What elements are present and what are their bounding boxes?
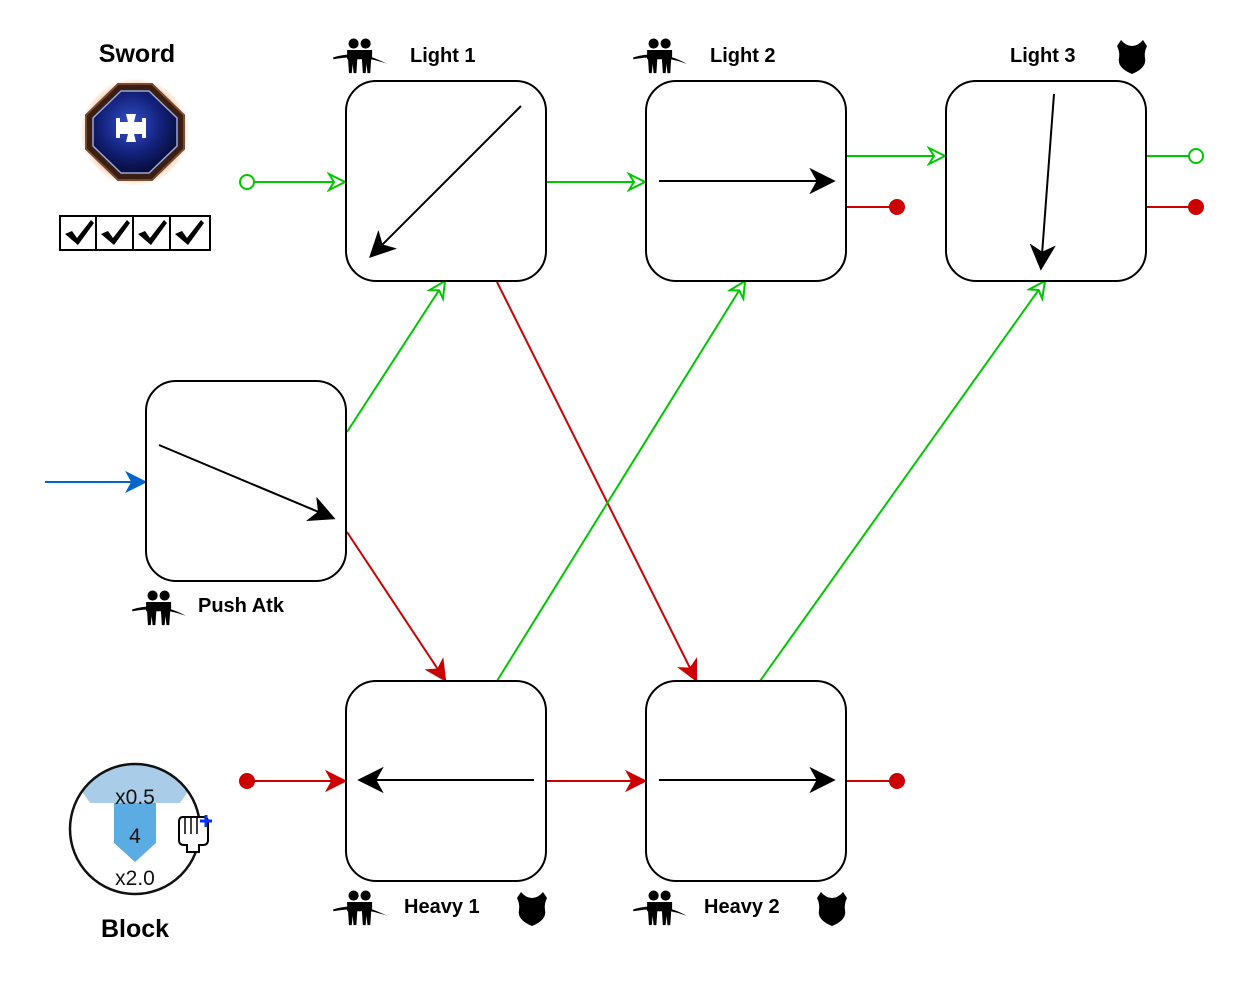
weapon-name: Sword <box>99 40 175 68</box>
dual-stance-icon <box>333 890 387 926</box>
node-heavy-1[interactable] <box>345 680 547 882</box>
link-heavy2-light3 <box>759 281 1045 682</box>
heavy-end-terminal <box>889 773 905 789</box>
checkbox-1[interactable] <box>59 215 97 251</box>
armor-icon <box>517 892 547 926</box>
link-heavy1-light2 <box>496 281 745 682</box>
direction-arrow-down <box>1041 93 1054 268</box>
node-label-heavy1: Heavy 1 <box>404 896 480 918</box>
light-end-terminal <box>1188 148 1204 164</box>
gauge-value-shield <box>114 803 156 862</box>
gauge-bottom-multiplier: x2.0 <box>115 867 155 890</box>
weapon-panel: Sword <box>59 40 211 251</box>
direction-arrow-down-left <box>371 105 522 256</box>
node-label-light2: Light 2 <box>710 45 776 67</box>
heavy-end-terminal <box>889 199 905 215</box>
node-light-1[interactable] <box>345 80 547 282</box>
armor-icon <box>817 892 847 926</box>
node-light-3[interactable] <box>945 80 1147 282</box>
gauge-value: 4 <box>129 825 141 848</box>
checkbox-row <box>59 215 211 251</box>
link-light1-heavy2 <box>496 281 696 680</box>
dual-stance-icon <box>633 38 687 74</box>
node-label-heavy2: Heavy 2 <box>704 896 780 918</box>
start-heavy-terminal <box>239 773 255 789</box>
dual-stance-icon <box>132 590 186 626</box>
link-push-light1 <box>346 281 445 433</box>
block-gauge[interactable]: x0.5 4 x2.0 Block <box>60 760 212 943</box>
node-heavy-2[interactable] <box>645 680 847 882</box>
start-light-terminal <box>239 174 255 190</box>
checkbox-2[interactable] <box>95 215 134 251</box>
block-label: Block <box>101 915 169 943</box>
armor-icon <box>1117 40 1147 74</box>
checkbox-3[interactable] <box>132 215 171 251</box>
link-push-heavy1 <box>346 531 445 680</box>
node-label-push: Push Atk <box>198 595 285 617</box>
dual-stance-icon <box>333 38 387 74</box>
fist-plus-icon <box>178 815 212 853</box>
heavy-end-terminal <box>1188 199 1204 215</box>
node-push-attack[interactable] <box>145 380 347 582</box>
links <box>45 149 1204 789</box>
checkbox-4[interactable] <box>169 215 211 251</box>
node-label-light1: Light 1 <box>410 45 476 67</box>
octagon-cross-gem-icon[interactable] <box>80 78 190 186</box>
node-label-light3: Light 3 <box>1010 45 1076 67</box>
dual-stance-icon <box>633 890 687 926</box>
node-light-2[interactable] <box>645 80 847 282</box>
direction-arrow-down-right <box>158 444 333 518</box>
gauge-top-multiplier: x0.5 <box>115 786 155 809</box>
